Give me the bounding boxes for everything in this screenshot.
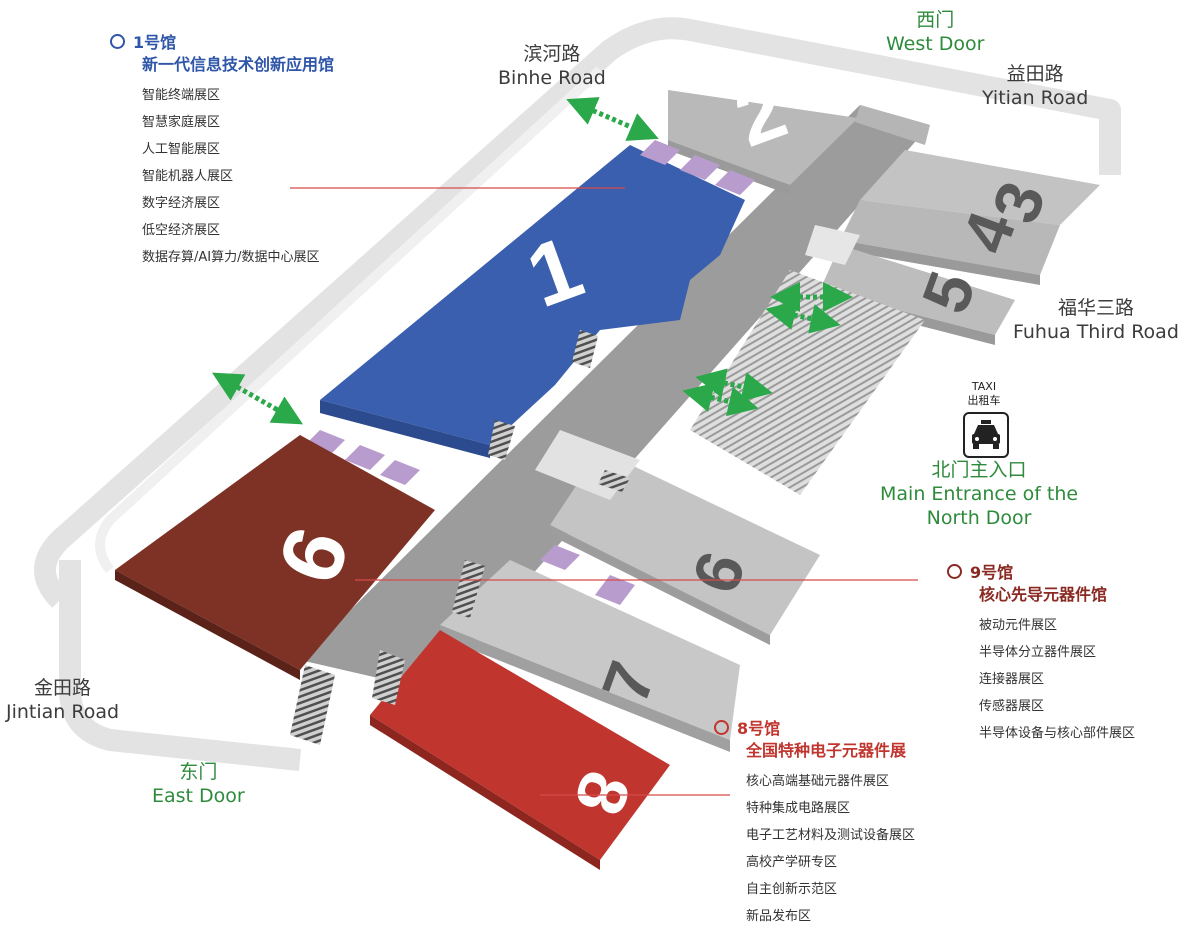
hall-3-block bbox=[860, 150, 1100, 225]
zone-item: 自主创新示范区 bbox=[746, 882, 838, 897]
binhe-road-label: 滨河路 Binhe Road bbox=[498, 43, 606, 89]
hall-8-theme: 全国特种电子元器件展 bbox=[746, 741, 907, 760]
hall-2-block bbox=[668, 90, 858, 185]
hall-9-name: 9号馆 bbox=[970, 563, 1014, 582]
hall-9-zone-list: 被动元件展区 半导体分立器件展区 连接器展区 传感器展区 半导体设备与核心部件展… bbox=[947, 612, 1135, 747]
hall-4-block bbox=[840, 200, 1060, 275]
hall-9-block bbox=[115, 435, 435, 670]
zone-item: 智能终端展区 bbox=[142, 88, 221, 103]
legend-hall-8: 8号馆 全国特种电子元器件展 核心高端基础元器件展区 特种集成电路展区 电子工艺… bbox=[714, 718, 915, 930]
bridges bbox=[305, 140, 755, 605]
central-concourse bbox=[300, 105, 930, 690]
legend-hall-1: 1号馆 新一代信息技术创新应用馆 智能终端展区 智慧家庭展区 人工智能展区 智能… bbox=[110, 32, 334, 271]
hall-1-block bbox=[320, 145, 745, 445]
zone-item: 数字经济展区 bbox=[142, 196, 221, 211]
zone-item: 智能机器人展区 bbox=[142, 169, 234, 184]
west-door-label: 西门 West Door bbox=[886, 9, 985, 55]
entrance-ramp bbox=[690, 270, 925, 495]
taxi-caption-en: TAXI bbox=[971, 380, 997, 393]
hall-1-theme: 新一代信息技术创新应用馆 bbox=[142, 55, 335, 74]
hall-7-block bbox=[440, 560, 740, 740]
hall-9-theme: 核心先导元器件馆 bbox=[979, 585, 1108, 604]
zone-item: 核心高端基础元器件展区 bbox=[746, 774, 890, 789]
fuhua-road-label: 福华三路 Fuhua Third Road bbox=[1013, 297, 1179, 343]
zone-item: 智慧家庭展区 bbox=[142, 115, 221, 130]
north-door-label: 北门主入口 Main Entrance of the North Door bbox=[880, 459, 1079, 529]
outer-road bbox=[34, 17, 1121, 771]
zone-item: 半导体设备与核心部件展区 bbox=[979, 726, 1136, 741]
hall-1-ring-icon bbox=[110, 34, 125, 49]
zone-item: 人工智能展区 bbox=[142, 142, 221, 157]
hall-8-zone-list: 核心高端基础元器件展区 特种集成电路展区 电子工艺材料及测试设备展区 高校产学研… bbox=[714, 768, 915, 930]
hall-5-block bbox=[820, 245, 1015, 335]
hall-6-block bbox=[550, 450, 820, 635]
legend-hall-9: 9号馆 核心先导元器件馆 被动元件展区 半导体分立器件展区 连接器展区 传感器展… bbox=[947, 562, 1135, 747]
hall-1-zone-list: 智能终端展区 智慧家庭展区 人工智能展区 智能机器人展区 数字经济展区 低空经济… bbox=[110, 82, 334, 271]
jintian-road-label: 金田路 Jintian Road bbox=[6, 677, 120, 723]
taxi-icon bbox=[963, 412, 1009, 458]
zone-item: 特种集成电路展区 bbox=[746, 801, 851, 816]
hall-8-block bbox=[370, 630, 670, 860]
entry-arrows bbox=[211, 97, 853, 425]
zone-item: 低空经济展区 bbox=[142, 223, 221, 238]
zone-item: 高校产学研专区 bbox=[746, 855, 838, 870]
hall-8-ring-icon bbox=[714, 720, 729, 735]
zone-item: 连接器展区 bbox=[979, 672, 1045, 687]
zone-item: 电子工艺材料及测试设备展区 bbox=[746, 828, 916, 843]
stairs bbox=[290, 665, 335, 745]
hall-1-name: 1号馆 bbox=[133, 33, 177, 52]
east-door-label: 东门 East Door bbox=[152, 761, 245, 807]
zone-item: 新品发布区 bbox=[746, 909, 812, 924]
hall-9-ring-icon bbox=[947, 564, 962, 579]
hall-8-name: 8号馆 bbox=[737, 719, 781, 738]
zone-item: 半导体分立器件展区 bbox=[979, 645, 1097, 660]
taxi-caption-cn: 出租车 bbox=[967, 394, 1001, 407]
zone-item: 数据存算/AI算力/数据中心展区 bbox=[142, 250, 320, 265]
yitian-road-label: 益田路 Yitian Road bbox=[982, 63, 1089, 109]
zone-item: 传感器展区 bbox=[979, 699, 1045, 714]
zone-item: 被动元件展区 bbox=[979, 618, 1058, 633]
